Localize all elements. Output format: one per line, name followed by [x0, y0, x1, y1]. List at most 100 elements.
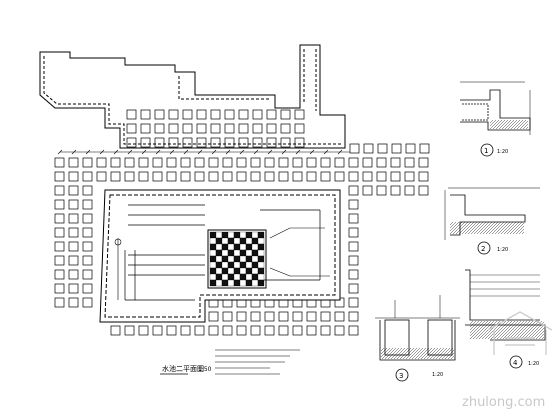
dimension-ticks [57, 149, 343, 155]
hatch-line [381, 347, 394, 360]
checkerboard-cell [239, 255, 247, 263]
paving-tile [348, 283, 359, 294]
checkerboard-cell [245, 243, 253, 251]
hatch-line [523, 320, 543, 340]
dimension-tick [57, 149, 63, 155]
paving-tile [82, 213, 93, 224]
paving-tile [266, 123, 277, 134]
detail-2-marker [477, 241, 491, 255]
paving-tile [377, 143, 388, 154]
hatch-line [495, 119, 506, 130]
hatch-line [503, 221, 517, 235]
paving-tile [82, 185, 93, 196]
checkerboard-cell [227, 279, 235, 287]
checkerboard-cell [251, 231, 259, 239]
checkerboard-cell [215, 231, 223, 239]
paving-tile [266, 137, 277, 148]
hatch-line [506, 221, 520, 235]
paving-tile [82, 227, 93, 238]
paving-tile [96, 157, 107, 168]
detail-4-section [465, 269, 546, 341]
paving-tile [68, 241, 79, 252]
dimension-tick [225, 149, 231, 155]
paving-tile [140, 123, 151, 134]
checkerboard-cell [227, 261, 235, 269]
checkerboard-cell [257, 231, 265, 239]
paving-tile [278, 311, 289, 322]
hatch-line [505, 320, 525, 340]
paving-tile [224, 123, 235, 134]
paving-tile [306, 157, 317, 168]
detail-2-section [444, 187, 540, 240]
paving-tile [222, 157, 233, 168]
hatch-line [509, 221, 523, 235]
paving-tile [264, 325, 275, 336]
paving-tile [210, 109, 221, 120]
hatch-line [426, 347, 439, 360]
paving-tile [54, 171, 65, 182]
leader-lines [114, 227, 330, 300]
hatch-line [467, 221, 481, 235]
paving-tile [180, 171, 191, 182]
paving-tile [68, 297, 79, 308]
paving-tile [140, 109, 151, 120]
paving-tile [250, 157, 261, 168]
paving-tile [224, 137, 235, 148]
paving-tile [224, 109, 235, 120]
checkerboard-cell [257, 243, 265, 251]
watermark: zhulong.com [462, 311, 553, 410]
checkerboard-cell [245, 267, 253, 275]
paving-tile [54, 297, 65, 308]
paving-tile [152, 325, 163, 336]
detail-1-hatch [489, 119, 529, 130]
hatch-line [487, 320, 507, 340]
checkerboard-cell [239, 279, 247, 287]
paving-tile [222, 311, 233, 322]
paving-tile [419, 143, 430, 154]
hatch-line [380, 347, 388, 355]
checkerboard-cell [215, 249, 223, 257]
paving-tile [363, 143, 374, 154]
paving-tile [208, 157, 219, 168]
paving-tile [166, 325, 177, 336]
paving-tile [250, 171, 261, 182]
checkerboard-cell [257, 249, 265, 257]
checkerboard-cell [209, 237, 217, 245]
paving-tile [348, 255, 359, 266]
checkerboard-cell [215, 255, 223, 263]
building-outline [39, 44, 346, 149]
hatch-line [522, 123, 529, 130]
dimension-tick [183, 149, 189, 155]
hatch-line [449, 221, 463, 235]
detail-3-marker [395, 368, 409, 382]
watermark-text: zhulong.com [462, 395, 545, 410]
hatch-line [515, 225, 525, 235]
hatch-line [387, 347, 400, 360]
hatch-line [504, 119, 515, 130]
paving-tile [168, 123, 179, 134]
paving-tile [348, 325, 359, 336]
hatch-line [420, 347, 433, 360]
paving-tile [306, 325, 317, 336]
checkerboard-cell [233, 243, 241, 251]
dimension-tick [323, 149, 329, 155]
paving-tile [405, 143, 416, 154]
hatch-line [485, 221, 499, 235]
hatch-line [449, 221, 454, 226]
paving-tile [54, 213, 65, 224]
hatch-line [399, 347, 412, 360]
paving-tile [349, 143, 360, 154]
dimension-tick [71, 149, 77, 155]
paving-tile [194, 157, 205, 168]
paving-tile [320, 311, 331, 322]
paving-tile [376, 185, 387, 196]
paving-tile [390, 185, 401, 196]
hatch-line [511, 320, 531, 340]
dimension-tick [155, 149, 161, 155]
paving-tile [194, 171, 205, 182]
dimension-tick [281, 149, 287, 155]
hatch-line [414, 347, 427, 360]
hatch-line [464, 221, 478, 235]
paving-tile [348, 311, 359, 322]
hatch-line [489, 119, 494, 124]
